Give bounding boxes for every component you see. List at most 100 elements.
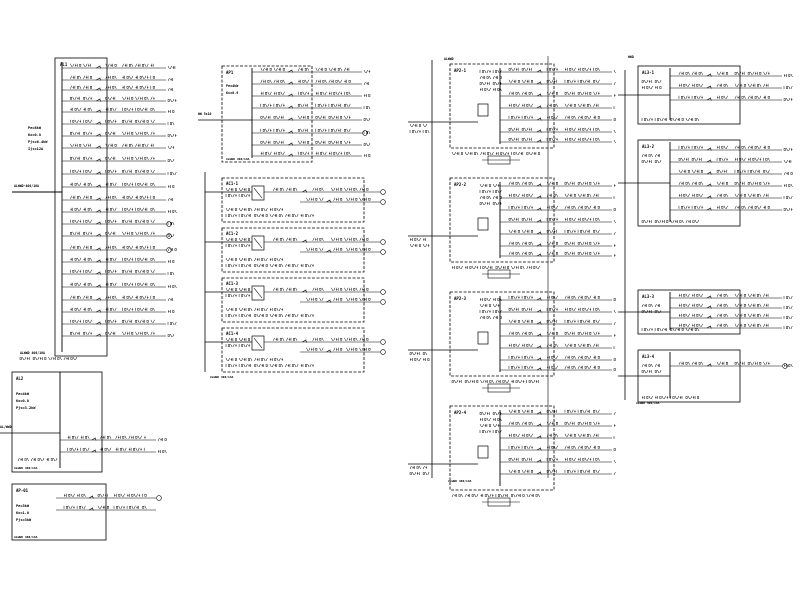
glyph-stroke: [788, 207, 791, 212]
circuit-no-text: [546, 241, 558, 245]
glyph-stroke: [659, 159, 662, 164]
motor-symbol: [166, 247, 172, 253]
glyph-stroke: [528, 242, 531, 245]
glyph-stroke: [595, 241, 598, 245]
glyph-stroke: [763, 323, 766, 327]
glyph-stroke: [167, 334, 170, 337]
glyph-stroke: [584, 296, 587, 299]
glyph-stroke: [482, 310, 484, 313]
circuit-no-text: [105, 143, 117, 147]
motor-panel-border: [221, 327, 365, 373]
glyph-stroke: [112, 169, 115, 173]
glyph-stroke: [265, 307, 268, 312]
glyph-stroke: [757, 304, 759, 307]
glyph-stroke: [681, 169, 683, 173]
glyph-stroke: [279, 238, 282, 241]
glyph-stroke: [112, 76, 115, 79]
glyph-stroke: [646, 117, 649, 122]
load-name-text: [784, 183, 793, 188]
glyph-stroke: [232, 213, 235, 218]
glyph-stroke: [126, 119, 129, 123]
breaker-symbol: [96, 247, 102, 251]
glyph-stroke: [511, 79, 513, 83]
glyph-stroke: [515, 295, 518, 299]
glyph-stroke: [644, 219, 647, 224]
glyph-stroke: [366, 288, 369, 291]
glyph-stroke: [146, 170, 149, 173]
cable-spec-text: [564, 343, 599, 347]
glyph-stroke: [353, 288, 356, 291]
contactor-box: [251, 235, 265, 251]
glyph-stroke: [672, 396, 675, 399]
glyph-stroke: [105, 232, 108, 235]
glyph-stroke: [786, 306, 788, 309]
glyph-stroke: [528, 151, 531, 156]
glyph-stroke: [110, 258, 112, 261]
glyph-stroke: [281, 263, 284, 268]
glyph-stroke: [280, 151, 283, 155]
glyph-stroke: [571, 67, 574, 71]
cable-spec-text: [122, 156, 155, 160]
glyph-stroke: [112, 107, 115, 111]
glyph-stroke: [278, 152, 281, 155]
glyph-stroke: [254, 307, 257, 312]
glyph-stroke: [128, 64, 131, 67]
load-name-text: [168, 185, 175, 188]
glyph-stroke: [172, 133, 175, 138]
glyph-stroke: [678, 361, 681, 365]
motor-panels-footer: ALWWD 400/16A: [210, 375, 234, 379]
glyph-stroke: [262, 67, 265, 71]
breaker-spec-text: [678, 205, 703, 209]
glyph-stroke: [50, 458, 53, 461]
breaker-tick: [329, 300, 332, 303]
load-name-text: [363, 81, 369, 86]
breaker-spec-text: [70, 169, 92, 173]
glyph-stroke: [142, 144, 144, 147]
glyph-stroke: [654, 310, 657, 313]
glyph-stroke: [741, 169, 744, 173]
glyph-stroke: [74, 258, 77, 261]
breaker-symbol: [706, 195, 712, 199]
glyph-stroke: [737, 181, 739, 185]
glyph-stroke: [409, 352, 412, 355]
circuit-no-text: [546, 421, 558, 425]
center-panels-footer: ALWWD 400/16A: [448, 479, 472, 483]
glyph-stroke: [114, 282, 117, 286]
glyph-stroke: [409, 243, 412, 248]
glyph-stroke: [573, 104, 576, 107]
glyph-stroke: [368, 198, 371, 201]
glyph-stroke: [105, 195, 108, 199]
glyph-stroke: [139, 307, 142, 311]
glyph-stroke: [142, 195, 145, 199]
glyph-stroke: [763, 193, 766, 197]
glyph-stroke: [107, 270, 110, 273]
glyph-stroke: [228, 257, 230, 262]
feeder-row: [670, 145, 793, 152]
glyph-stroke: [488, 304, 491, 307]
glyph-stroke: [328, 79, 331, 83]
glyph-stroke: [305, 314, 307, 317]
glyph-stroke: [723, 145, 726, 149]
glyph-stroke: [783, 208, 786, 211]
glyph-stroke: [82, 448, 85, 451]
circuit-no-text: [546, 251, 558, 255]
glyph-stroke: [587, 295, 589, 299]
glyph-stroke: [122, 131, 125, 135]
cable-spec-text: [122, 63, 154, 67]
glyph-stroke: [74, 447, 77, 451]
glyph-stroke: [464, 493, 467, 498]
panel-b-footer-glyphs: [17, 457, 58, 462]
glyph-stroke: [228, 364, 230, 367]
glyph-stroke: [269, 91, 272, 95]
glyph-stroke: [595, 421, 598, 425]
breaker-spec-text: [260, 115, 284, 119]
glyph-stroke: [502, 151, 505, 156]
cable-spec-text: [564, 469, 600, 473]
cable-spec-text: [564, 409, 600, 413]
glyph-stroke: [701, 83, 703, 87]
glyph-stroke: [128, 75, 131, 79]
motor-panel-note: [225, 307, 283, 312]
glyph-stroke: [659, 396, 662, 399]
glyph-stroke: [517, 433, 520, 437]
glyph-stroke: [739, 71, 742, 75]
